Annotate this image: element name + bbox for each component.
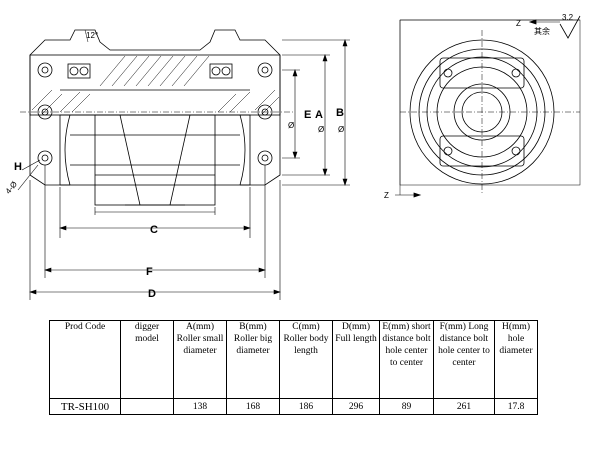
end-view bbox=[395, 15, 581, 198]
dim-label-e: E bbox=[304, 109, 311, 121]
cell-b: 168 bbox=[226, 398, 280, 415]
section-view bbox=[20, 29, 295, 206]
spec-table: Prod Code digger model A(mm) Roller smal… bbox=[49, 320, 538, 415]
technical-drawing: 12° C F D E A B Ø Ø Ø H 4-Ø Z Z 其余 3.2 bbox=[4, 13, 581, 300]
dim-label-h: H bbox=[14, 161, 22, 173]
diameter-symbol-a: Ø bbox=[318, 125, 324, 134]
axis-label-z-bottom: Z bbox=[384, 191, 389, 200]
hole-note: 4-Ø bbox=[4, 180, 19, 196]
dimension-lines bbox=[17, 39, 350, 300]
cell-f: 261 bbox=[433, 398, 495, 415]
header-f: F(mm) Long distance bolt hole center to … bbox=[433, 320, 495, 399]
header-a: A(mm) Roller small diameter bbox=[173, 320, 227, 399]
roughness-value: 3.2 bbox=[562, 13, 574, 22]
dim-label-a: A bbox=[315, 109, 323, 121]
axis-label-z-top: Z bbox=[516, 19, 521, 28]
cell-a: 138 bbox=[173, 398, 227, 415]
header-digger-model: digger model bbox=[120, 320, 174, 399]
diameter-symbol-e: Ø bbox=[288, 121, 294, 130]
header-prod-code: Prod Code bbox=[49, 320, 121, 399]
cell-e: 89 bbox=[379, 398, 434, 415]
roughness-note: 其余 bbox=[534, 26, 550, 36]
dim-label-f: F bbox=[146, 266, 153, 278]
angle-note: 12° bbox=[86, 31, 98, 40]
table-header-row: Prod Code digger model A(mm) Roller smal… bbox=[49, 320, 538, 399]
cell-h: 17.8 bbox=[494, 398, 538, 415]
header-d: D(mm) Full length bbox=[332, 320, 380, 399]
cell-d: 296 bbox=[332, 398, 380, 415]
cell-c: 186 bbox=[279, 398, 333, 415]
header-b: B(mm) Roller big diameter bbox=[226, 320, 280, 399]
dim-label-c: C bbox=[150, 224, 158, 236]
header-c: C(mm) Roller body length bbox=[279, 320, 333, 399]
header-h: H(mm) hole diameter bbox=[494, 320, 538, 399]
table-row: TR-SH100 138 168 186 296 89 261 17.8 bbox=[49, 398, 538, 415]
dim-label-b: B bbox=[336, 107, 344, 119]
header-e: E(mm) short distance bolt hole center to… bbox=[379, 320, 434, 399]
cell-digger-model bbox=[120, 398, 174, 415]
diameter-symbol-b: Ø bbox=[338, 125, 344, 134]
dim-label-d: D bbox=[148, 288, 156, 300]
cell-prod-code: TR-SH100 bbox=[49, 398, 121, 415]
